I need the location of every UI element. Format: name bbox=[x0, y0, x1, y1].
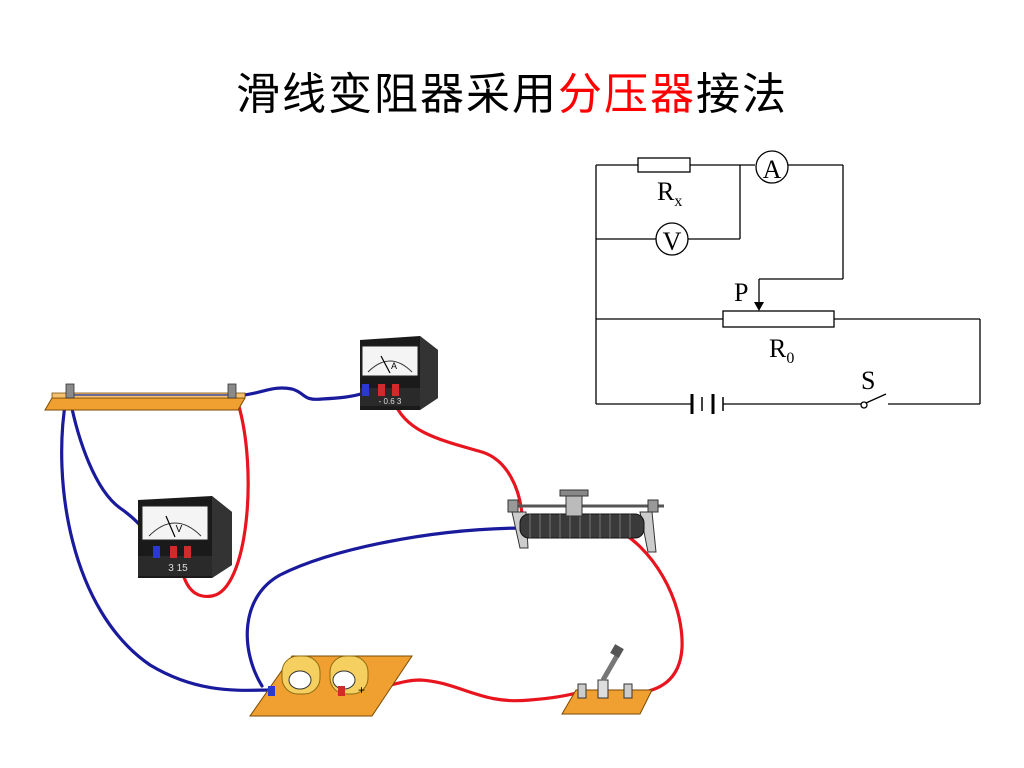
ammeter-dial bbox=[361, 345, 419, 377]
slide-title: 滑线变阻器采用分压器接法 bbox=[0, 58, 1024, 122]
wire-blue-rheostat-battery bbox=[245, 526, 530, 688]
voltmeter-terminal-15 bbox=[184, 546, 191, 558]
knife-switch-handle bbox=[610, 644, 624, 658]
rheostat-r0-symbol bbox=[722, 310, 835, 328]
ammeter-terminal-neg bbox=[362, 384, 369, 396]
battery-symbol bbox=[690, 394, 724, 414]
rheostat-r0-label: R0 bbox=[769, 334, 794, 367]
rheostat-coil bbox=[519, 513, 645, 539]
ammeter-needle bbox=[380, 355, 391, 374]
knife-switch-device bbox=[561, 644, 653, 715]
battery-plus-sign: + bbox=[358, 683, 365, 697]
slider-arrow-icon bbox=[754, 302, 764, 311]
wire-red-resistor-voltmeter bbox=[179, 401, 250, 598]
rx-subscript: x bbox=[674, 193, 682, 210]
wire-blue-resistor-battery bbox=[60, 397, 274, 692]
resistor-rx-label: Rx bbox=[657, 177, 682, 210]
ammeter-terminal-06 bbox=[378, 384, 385, 396]
circuit-schematic bbox=[595, 150, 981, 414]
rheostat-device bbox=[507, 489, 664, 553]
voltmeter-label: V bbox=[663, 227, 682, 256]
terminal-post-right bbox=[227, 383, 237, 399]
voltmeter-terminal-neg bbox=[153, 546, 160, 558]
ammeter-terminal-3 bbox=[392, 384, 399, 396]
battery-cell-right bbox=[329, 655, 369, 695]
terminal-post-left bbox=[65, 383, 75, 399]
ammeter-symbol bbox=[755, 150, 789, 184]
title-highlight: 分压器 bbox=[558, 69, 696, 120]
battery-terminal-pos bbox=[338, 686, 345, 696]
rx-main: R bbox=[657, 177, 675, 206]
ammeter-dial-letter: A bbox=[391, 361, 397, 371]
voltmeter-terminal-3 bbox=[170, 546, 177, 558]
r0-main: R bbox=[769, 334, 787, 363]
wire-blue-resistor-ammeter bbox=[234, 386, 366, 401]
switch-s-label: S bbox=[861, 366, 875, 395]
voltmeter-terminal-labels: 3 15 bbox=[168, 563, 188, 574]
voltmeter-dial-letter: V bbox=[176, 524, 183, 535]
wire-red-ammeter-rheostat bbox=[392, 399, 524, 517]
ammeter-device: A - 0.6 3 bbox=[360, 336, 438, 410]
slider-p-label: P bbox=[734, 278, 748, 307]
wire-red-rheostat-switch bbox=[610, 525, 684, 696]
knife-switch-blade bbox=[600, 652, 621, 682]
voltmeter-device: V 3 15 bbox=[138, 496, 232, 578]
title-part2: 接法 bbox=[696, 69, 788, 120]
r0-subscript: 0 bbox=[786, 350, 794, 367]
resistance-wire-board bbox=[44, 383, 246, 411]
switch-symbol bbox=[860, 393, 887, 409]
title-part1: 滑线变阻器采用 bbox=[236, 69, 558, 120]
wire-red-battery-switch bbox=[360, 678, 582, 703]
resistor-rx-symbol bbox=[637, 157, 691, 173]
ammeter-label: A bbox=[763, 155, 782, 184]
ammeter-terminal-labels: - 0.6 3 bbox=[379, 397, 402, 406]
voltmeter-needle bbox=[165, 515, 176, 538]
battery-device: + bbox=[249, 655, 413, 717]
battery-cell-left bbox=[281, 655, 321, 695]
battery-terminal-neg bbox=[268, 686, 275, 696]
